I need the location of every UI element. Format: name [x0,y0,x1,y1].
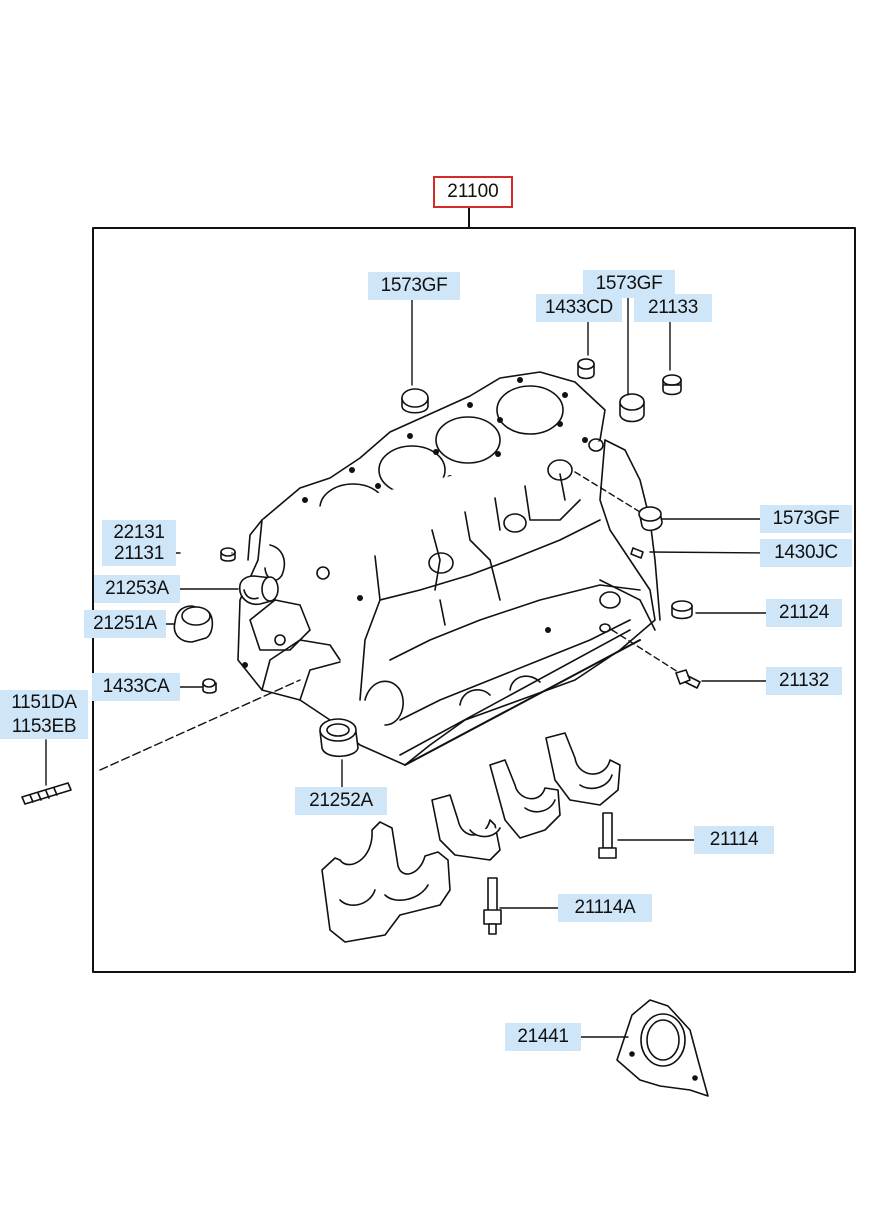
part-label-21251a[interactable]: 21251A [84,610,166,638]
plug-1433cd [577,358,595,380]
plug-21133 [662,374,682,396]
dowel-1430jc [630,547,644,559]
part-label-21441[interactable]: 21441 [505,1023,581,1051]
part-label-21114[interactable]: 21114 [694,826,774,854]
bushing-21252a [319,718,359,758]
leader-lines [45,297,771,1038]
assembly-frame [92,227,856,973]
part-label-1151da[interactable]: 1151DA [0,690,88,715]
part-label-21133[interactable]: 21133 [634,294,712,322]
part-label-1430jc[interactable]: 1430JC [760,539,852,567]
part-label-1573gf-right[interactable]: 1573GF [760,505,852,533]
part-label-1573gf-left[interactable]: 1573GF [368,272,460,300]
part-label-21252a[interactable]: 21252A [295,787,387,815]
part-label-1433cd[interactable]: 1433CD [536,294,622,322]
part-label-21124[interactable]: 21124 [766,599,842,627]
bolt-21114a [483,877,502,935]
plug-1573gf-right [638,506,663,532]
plug-1573gf-left [401,388,429,414]
assembly-label-21100[interactable]: 21100 [433,176,513,208]
bushing-21251a [173,605,214,643]
stud-1151da [21,782,72,805]
seal-case-21441 [616,999,709,1097]
part-label-1153eb[interactable]: 1153EB [0,714,88,739]
part-label-21114a[interactable]: 21114A [558,894,652,922]
cylinder-block [237,371,661,766]
bolt-21114 [598,812,617,859]
plug-21131 [220,547,236,562]
bearing-caps [321,732,621,943]
plug-1433ca [202,678,217,694]
bushing-21253a [238,575,279,606]
part-label-1433ca[interactable]: 1433CA [92,673,180,701]
part-label-21131[interactable]: 21131 [102,541,176,566]
plug-1573gf-top [619,393,645,423]
part-label-21253a[interactable]: 21253A [94,575,180,603]
plug-21124 [671,600,693,620]
part-label-21132[interactable]: 21132 [766,667,842,695]
part-label-1573gf-top[interactable]: 1573GF [583,270,675,298]
bolt-21132 [675,669,701,689]
part-label-22131[interactable]: 22131 [102,520,176,545]
